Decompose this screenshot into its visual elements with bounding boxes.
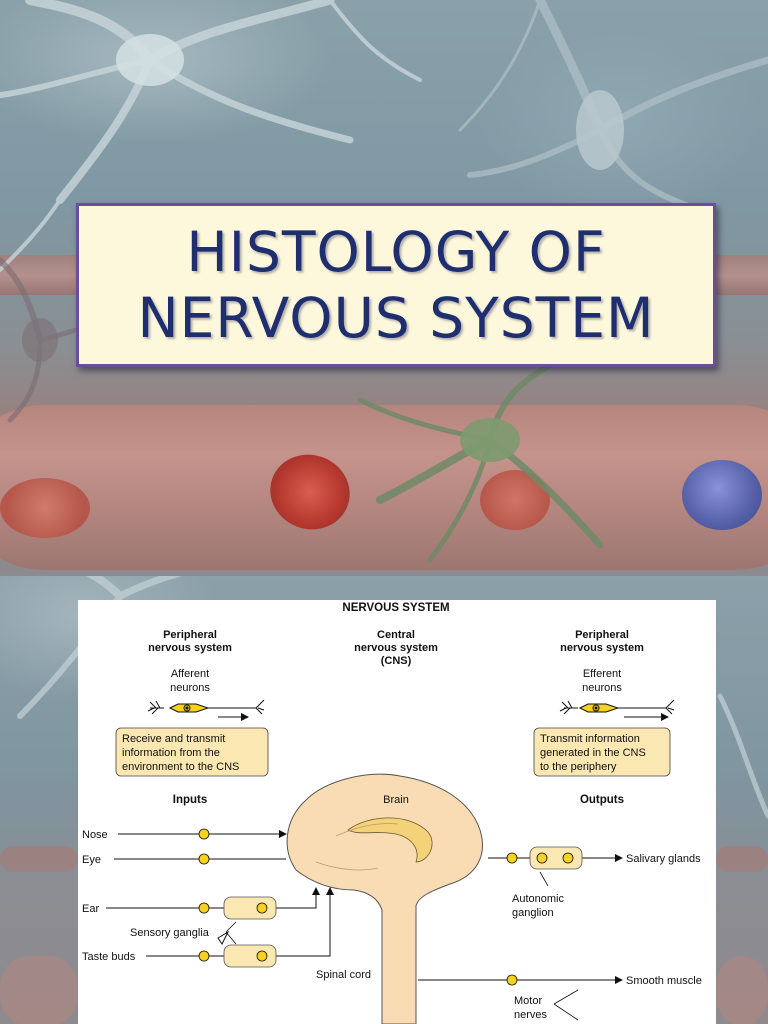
diagram-heading: NERVOUS SYSTEM (342, 602, 449, 614)
sensory-ganglia-label: Sensory ganglia (130, 927, 210, 939)
input-nose: Nose (82, 829, 108, 841)
blood-vessel-lower (0, 405, 768, 570)
center-col-line1: Central (377, 629, 415, 641)
title-line-1: HISTOLOGY OF (186, 220, 606, 284)
neuron-dot (562, 852, 574, 864)
input-ear: Ear (82, 903, 99, 915)
neuron-body (460, 418, 520, 462)
left-col-line1: Peripheral (163, 629, 217, 641)
right-col-line1: Peripheral (575, 629, 629, 641)
autonomic-ganglion (529, 846, 583, 870)
neuron-dot (506, 852, 518, 864)
sensory-ganglia-pointer (225, 921, 237, 945)
left-box-line1: Receive and transmit (122, 733, 225, 745)
afferent-neuron-icon (147, 699, 265, 721)
autonomic-line1: Autonomic (512, 893, 564, 905)
neuron-dot (198, 902, 210, 914)
input-taste-buds: Taste buds (82, 951, 136, 963)
afferent-line1: Afferent (171, 668, 209, 680)
efferent-neuron-icon (559, 699, 675, 721)
left-box-line3: environment to the CNS (122, 761, 239, 773)
neuron-dot (198, 853, 210, 865)
blood-vessel (716, 956, 768, 1024)
title-box: HISTOLOGY OF NERVOUS SYSTEM (76, 203, 716, 367)
title-slide: HISTOLOGY OF NERVOUS SYSTEM (0, 0, 768, 576)
neuron-dot (198, 828, 210, 840)
neuron-dot (506, 974, 518, 986)
afferent-line2: neurons (170, 682, 210, 694)
autonomic-line2: ganglion (512, 907, 554, 919)
neuron-dot (536, 852, 548, 864)
blood-vessel (0, 956, 78, 1024)
brain-illustration (286, 773, 483, 1024)
left-col-line2: nervous system (148, 642, 232, 654)
efferent-line1: Efferent (583, 668, 621, 680)
output-salivary-glands: Salivary glands (626, 853, 701, 865)
right-box-line3: to the periphery (540, 761, 617, 773)
center-col-line3: (CNS) (381, 655, 412, 667)
neuron-dot (256, 950, 268, 962)
right-col-line2: nervous system (560, 642, 644, 654)
center-col-line2: nervous system (354, 642, 438, 654)
sensory-ganglion-taste (223, 944, 277, 968)
red-blood-cell (0, 478, 90, 538)
autonomic-pointer (539, 871, 549, 887)
neuron-body (22, 318, 58, 362)
neuron-dot (198, 950, 210, 962)
diagram-canvas: NERVOUS SYSTEM Peripheral nervous system… (82, 602, 702, 1024)
motor-nerves-pointer (553, 989, 579, 1021)
nervous-system-diagram: NERVOUS SYSTEM Peripheral nervous system… (78, 600, 716, 1024)
neuron-body (116, 34, 184, 86)
blood-vessel (716, 846, 768, 872)
brain-label: Brain (383, 794, 409, 806)
diagram-slide: NERVOUS SYSTEM Peripheral nervous system… (0, 576, 768, 1024)
title-line-2: NERVOUS SYSTEM (137, 286, 655, 350)
neuron-body (576, 90, 624, 170)
sensory-ganglion-ear (223, 896, 277, 920)
inputs-label: Inputs (173, 794, 208, 806)
left-box-line2: information from the (122, 747, 220, 759)
input-eye: Eye (82, 854, 101, 866)
output-smooth-muscle: Smooth muscle (626, 975, 702, 987)
motor-line2: nerves (514, 1009, 548, 1021)
efferent-line2: neurons (582, 682, 622, 694)
spinal-cord-label: Spinal cord (316, 969, 371, 981)
blue-cell (682, 460, 762, 530)
right-box-line1: Transmit information (540, 733, 640, 745)
blood-vessel (0, 846, 78, 872)
neuron-background-art (0, 576, 768, 1024)
outputs-label: Outputs (580, 794, 624, 806)
right-box-line2: generated in the CNS (540, 747, 646, 759)
motor-line1: Motor (514, 995, 542, 1007)
right-info-box (533, 727, 671, 777)
left-info-box (115, 727, 269, 777)
neuron-dot (256, 902, 268, 914)
